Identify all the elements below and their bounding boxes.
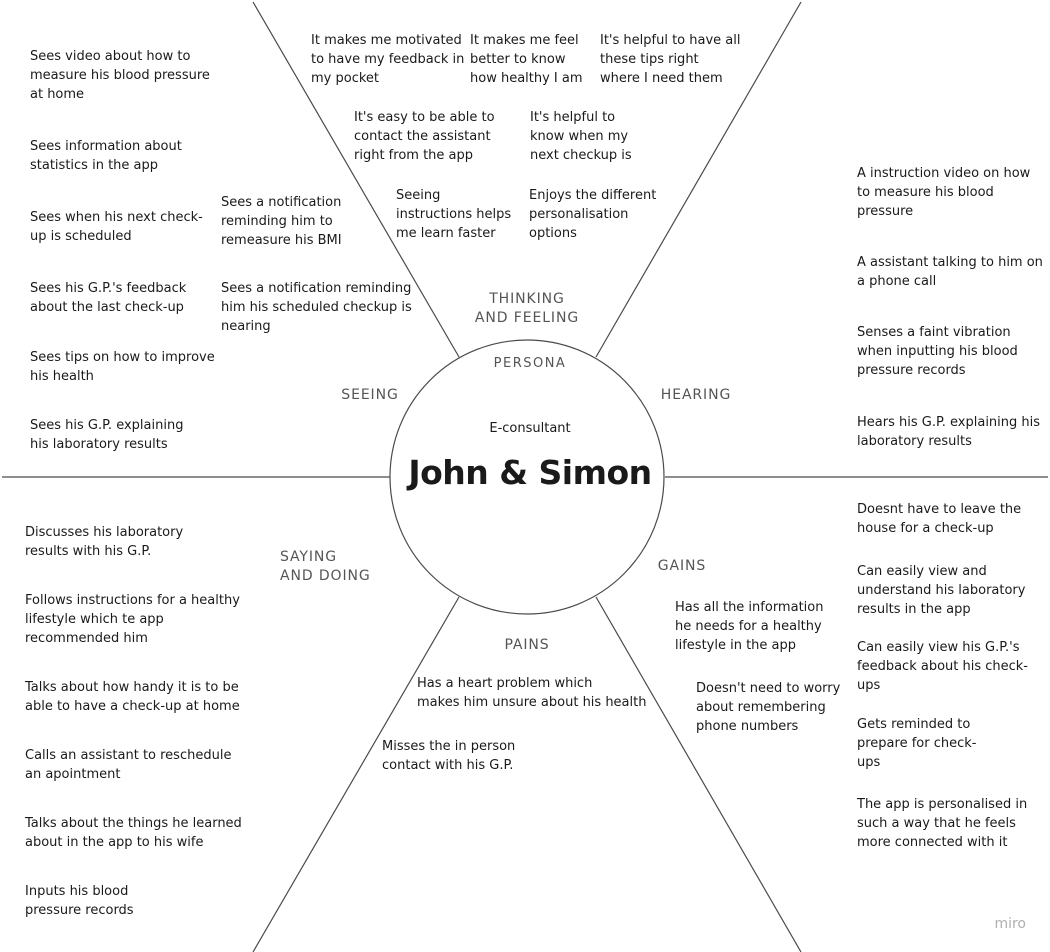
section-seeing: SEEING — [341, 387, 399, 403]
thinking-note: Enjoys the different personalisation opt… — [529, 188, 657, 242]
persona-circle — [389, 339, 665, 615]
section-gains: GAINS — [657, 558, 707, 574]
thinking-note: It's helpful to know when my next checku… — [530, 110, 632, 164]
saying-note: Inputs his blood pressure records — [25, 884, 134, 919]
saying-note: Calls an assistant to reschedule an apoi… — [25, 748, 232, 783]
saying-note: Talks about the things he learned about … — [25, 816, 242, 851]
pains-note: Misses the in person contact with his G.… — [382, 739, 516, 774]
thinking-note: It makes me feel better to know how heal… — [470, 33, 583, 87]
seeing-note: Sees when his next check- up is schedule… — [30, 210, 203, 245]
hearing-note: Hears his G.P. explaining his laboratory… — [857, 415, 1041, 450]
gains-note: Doesn't need to worry about remembering … — [696, 681, 841, 735]
divider-bottom-right — [595, 596, 802, 952]
thinking-note: It makes me motivated to have my feedbac… — [311, 33, 465, 87]
seeing-note: Sees a notification reminding him to rem… — [221, 195, 342, 249]
section-hearing: HEARING — [660, 387, 732, 403]
seeing-note: Sees tips on how to improve his health — [30, 350, 215, 385]
persona-label: PERSONA — [493, 356, 567, 371]
gains-note: The app is personalised in such a way th… — [857, 797, 1028, 851]
seeing-note: Sees video about how to measure his bloo… — [30, 49, 210, 103]
persona-role: E-consultant — [489, 421, 571, 436]
divider-top-left — [252, 1, 460, 358]
pains-note: Has a heart problem which makes him unsu… — [417, 676, 647, 711]
seeing-note: Sees information about statistics in the… — [30, 139, 182, 174]
gains-note: Doesnt have to leave the house for a che… — [857, 502, 1022, 537]
hearing-note: A instruction video on how to measure hi… — [857, 166, 1031, 220]
hearing-note: Senses a faint vibration when inputting … — [857, 325, 1018, 379]
gains-note: Has all the information he needs for a h… — [675, 600, 824, 654]
persona-name: John & Simon — [408, 453, 652, 492]
gains-note: Can easily view and understand his labor… — [857, 564, 1026, 618]
thinking-note: It's easy to be able to contact the assi… — [354, 110, 495, 164]
section-thinking-feeling: THINKING AND FEELING — [474, 291, 580, 326]
thinking-note: It's helpful to have all these tips righ… — [600, 33, 741, 87]
thinking-note: Seeing instructions helps me learn faste… — [396, 188, 512, 242]
saying-note: Talks about how handy it is to be able t… — [25, 680, 240, 715]
saying-note: Discusses his laboratory results with hi… — [25, 525, 184, 560]
section-pains: PAINS — [504, 637, 550, 653]
miro-watermark: miro — [994, 916, 1026, 932]
seeing-note: Sees a notification reminding him his sc… — [221, 281, 412, 335]
seeing-note: Sees his G.P.'s feedback about the last … — [30, 281, 187, 316]
seeing-note: Sees his G.P. explaining his laboratory … — [30, 418, 184, 453]
gains-note: Can easily view his G.P.'s feedback abou… — [857, 640, 1028, 694]
divider-top-right — [595, 1, 802, 358]
section-saying-doing: SAYING AND DOING — [280, 549, 371, 584]
gains-note: Gets reminded to prepare for check- ups — [857, 717, 977, 771]
saying-note: Follows instructions for a healthy lifes… — [25, 593, 240, 647]
divider-bottom-left — [252, 596, 460, 952]
hearing-note: A assistant talking to him on a phone ca… — [857, 255, 1043, 290]
